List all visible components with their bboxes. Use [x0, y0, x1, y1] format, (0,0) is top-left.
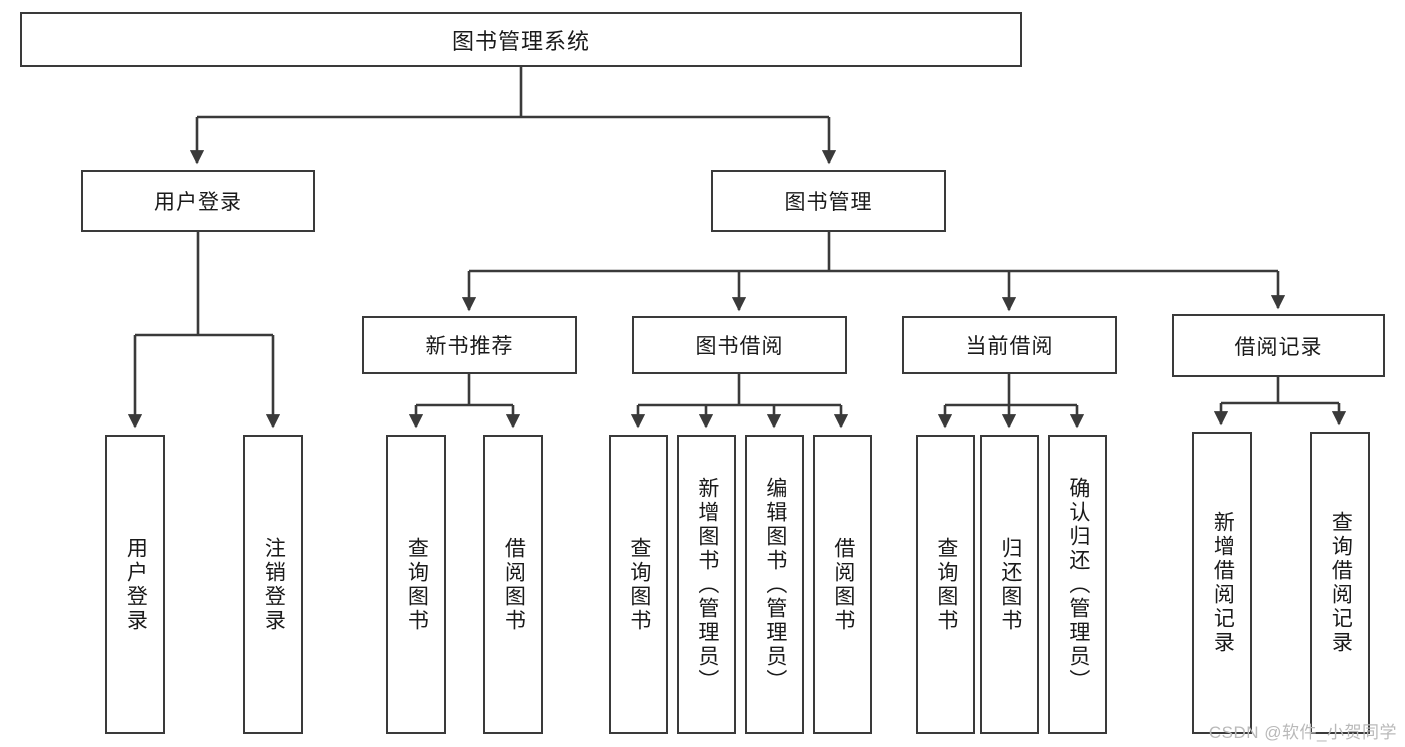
node-label: 查询借阅记录: [1329, 511, 1353, 655]
node-label: 借阅图书: [831, 536, 855, 633]
leaf-current-borrow-confirm-return[interactable]: 确认归还（管理员）: [1048, 435, 1107, 734]
node-label: 借阅图书: [502, 536, 526, 633]
node-label: 新书推荐: [425, 335, 514, 358]
node-label: 用户登录: [154, 191, 242, 214]
leaf-new-book-query-book[interactable]: 查询图书: [386, 435, 446, 734]
leaf-book-borrow-edit-book[interactable]: 编辑图书（管理员）: [745, 435, 804, 734]
node-book-borrow[interactable]: 图书借阅: [632, 316, 847, 374]
node-label: 查询图书: [405, 536, 429, 633]
node-label: 当前借阅: [965, 335, 1054, 358]
leaf-borrow-record-add-record[interactable]: 新增借阅记录: [1192, 432, 1252, 734]
node-label: 查询图书: [627, 536, 651, 633]
leaf-current-borrow-query-book[interactable]: 查询图书: [916, 435, 975, 734]
node-label: 编辑图书（管理员）: [763, 476, 787, 693]
watermark-credit: CSDN @软件_小贺同学: [1208, 723, 1397, 742]
leaf-book-borrow-query-book[interactable]: 查询图书: [609, 435, 668, 734]
node-borrow-record[interactable]: 借阅记录: [1172, 314, 1385, 377]
node-label: 图书管理系统: [451, 28, 590, 54]
node-root-book-management-system[interactable]: 图书管理系统: [20, 12, 1022, 67]
node-current-borrow[interactable]: 当前借阅: [902, 316, 1117, 374]
node-label: 借阅记录: [1234, 335, 1323, 359]
node-user-login[interactable]: 用户登录: [81, 170, 315, 232]
node-label: 新增图书（管理员）: [695, 476, 719, 693]
node-label: 注销登录: [262, 536, 286, 633]
leaf-user-login-login[interactable]: 用户登录: [105, 435, 165, 734]
leaf-current-borrow-return-book[interactable]: 归还图书: [980, 435, 1039, 734]
node-new-book-recommend[interactable]: 新书推荐: [362, 316, 577, 374]
node-label: 查询图书: [934, 536, 958, 633]
node-label: 用户登录: [124, 536, 148, 633]
node-label: 图书管理: [784, 191, 873, 214]
leaf-book-borrow-borrow-book[interactable]: 借阅图书: [813, 435, 872, 734]
leaf-user-login-logout[interactable]: 注销登录: [243, 435, 303, 734]
leaf-book-borrow-add-book[interactable]: 新增图书（管理员）: [677, 435, 736, 734]
node-label: 确认归还（管理员）: [1066, 476, 1090, 693]
node-label: 归还图书: [998, 536, 1022, 633]
node-label: 图书借阅: [695, 335, 784, 358]
node-label: 新增借阅记录: [1211, 511, 1235, 655]
node-book-management[interactable]: 图书管理: [711, 170, 946, 232]
leaf-borrow-record-query-record[interactable]: 查询借阅记录: [1310, 432, 1370, 734]
leaf-new-book-borrow-book[interactable]: 借阅图书: [483, 435, 543, 734]
